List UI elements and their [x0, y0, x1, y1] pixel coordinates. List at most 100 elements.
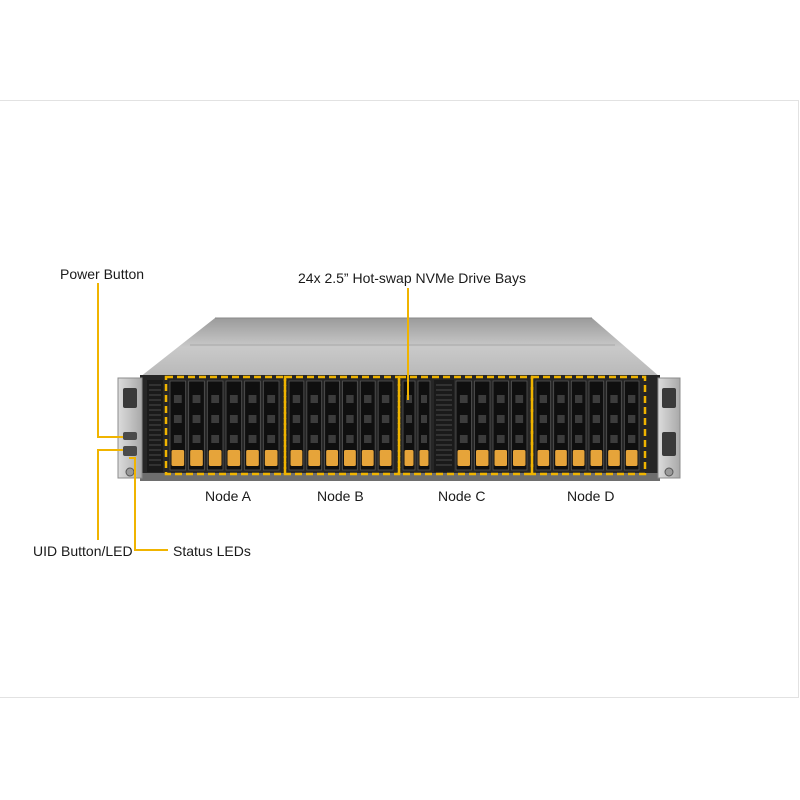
drive-bay: [306, 380, 323, 471]
drive-bay: [474, 380, 491, 471]
node-c-outline: [397, 375, 534, 476]
drive-bay: [623, 380, 640, 471]
drive-vent-slot: [628, 395, 636, 403]
drive-vent-slot: [310, 395, 318, 403]
drive-vent-slot: [310, 435, 318, 443]
drive-release-tab: [190, 450, 203, 466]
drive-vent-slot: [478, 395, 487, 403]
drive-vent-slot: [328, 435, 336, 443]
drive-vent-slot: [421, 395, 427, 403]
node-b-label: Node B: [317, 488, 364, 504]
drive-release-tab: [608, 450, 620, 466]
drive-vent-slot: [292, 395, 301, 403]
node-outlines: [164, 375, 647, 476]
drive-vent-slot: [381, 435, 390, 443]
power-button-icon: [123, 388, 137, 408]
uid-button-label: UID Button/LED: [33, 543, 133, 559]
drive-release-tab: [246, 450, 259, 466]
drive-vent-slot: [557, 415, 565, 423]
drive-vent-slot: [192, 435, 201, 443]
node-a-outline: [164, 375, 287, 476]
left-ear: [117, 377, 143, 479]
drive-vent-slot: [496, 395, 505, 403]
drive-vent-slot: [211, 435, 220, 443]
drive-vent-slot: [248, 435, 257, 443]
drive-bay: [492, 380, 509, 471]
drive-vent-slot: [610, 435, 618, 443]
drive-vent-slot: [248, 415, 257, 423]
drive-vent-slot: [459, 415, 468, 423]
drive-release-tab: [513, 450, 526, 466]
drive-vent-slot: [173, 435, 182, 443]
drive-vent-slot: [173, 415, 182, 423]
drive-vent-slot: [496, 415, 505, 423]
drive-release-tab: [344, 450, 356, 466]
drive-vent-slot: [364, 435, 372, 443]
drive-vent-slot: [192, 395, 201, 403]
uid-button-icon: [123, 432, 137, 440]
drive-vent-slot: [310, 415, 318, 423]
drive-release-tab: [625, 450, 638, 466]
status-led-icon: [123, 446, 137, 456]
drive-vent-slot: [192, 415, 201, 423]
drive-vent-slot: [292, 435, 301, 443]
drive-vent-slot: [406, 415, 412, 423]
drive-vent-slot: [421, 415, 427, 423]
drive-release-tab: [404, 450, 414, 466]
drive-release-tab: [379, 450, 392, 466]
drive-bay: [606, 380, 622, 471]
node-d-outline: [530, 375, 647, 476]
drive-bay: [188, 380, 205, 471]
drive-vent-slot: [515, 435, 524, 443]
drive-vent-slot: [211, 415, 220, 423]
left-vent: [147, 380, 163, 472]
drive-vent-slot: [575, 415, 583, 423]
node-d-label: Node D: [567, 488, 615, 504]
drive-vent-slot: [406, 435, 412, 443]
drive-vent-slot: [328, 415, 336, 423]
drive-bay: [377, 380, 394, 471]
drive-vent-slot: [478, 415, 487, 423]
drive-vent-slot: [575, 435, 583, 443]
drive-vent-slot: [496, 435, 505, 443]
drive-vent-slot: [381, 415, 390, 423]
status-leds-callout: [129, 457, 168, 551]
drive-vent-slot: [539, 415, 547, 423]
drive-release-tab: [308, 450, 321, 466]
drive-vent-slot: [267, 435, 276, 443]
drive-release-tab: [227, 450, 241, 466]
drive-bay: [262, 380, 280, 471]
drive-vent-slot: [539, 395, 547, 403]
drive-bay: [588, 380, 605, 471]
drive-release-tab: [361, 450, 374, 466]
drive-bay: [342, 380, 358, 471]
drive-bay: [417, 380, 431, 471]
drive-release-tab: [590, 450, 603, 466]
drive-release-tab: [419, 450, 429, 466]
drive-bay: [244, 380, 261, 471]
drive-bay: [324, 380, 340, 471]
node-a-label: Node A: [205, 488, 251, 504]
drive-vent-slot: [292, 415, 301, 423]
drive-bay: [206, 380, 224, 471]
drive-vent-slot: [515, 395, 524, 403]
drive-vent-slot: [557, 435, 565, 443]
drive-release-tab: [555, 450, 567, 466]
drive-bay: [225, 380, 243, 471]
drive-vent-slot: [211, 395, 220, 403]
drive-bays: [169, 380, 640, 471]
drive-release-tab: [208, 450, 222, 466]
drive-release-tab: [290, 450, 303, 466]
drive-bay: [553, 380, 569, 471]
drive-vent-slot: [610, 415, 618, 423]
chassis-top: [140, 318, 660, 377]
drive-bays-label: 24x 2.5” Hot-swap NVMe Drive Bays: [298, 270, 526, 286]
node-c-label: Node C: [438, 488, 486, 504]
drive-vent-slot: [364, 415, 372, 423]
drive-vent-slot: [229, 395, 238, 403]
drive-vent-slot: [592, 415, 600, 423]
drive-vent-slot: [557, 395, 565, 403]
drive-vent-slot: [248, 395, 257, 403]
drive-bay: [570, 380, 587, 471]
drive-vent-slot: [592, 435, 600, 443]
